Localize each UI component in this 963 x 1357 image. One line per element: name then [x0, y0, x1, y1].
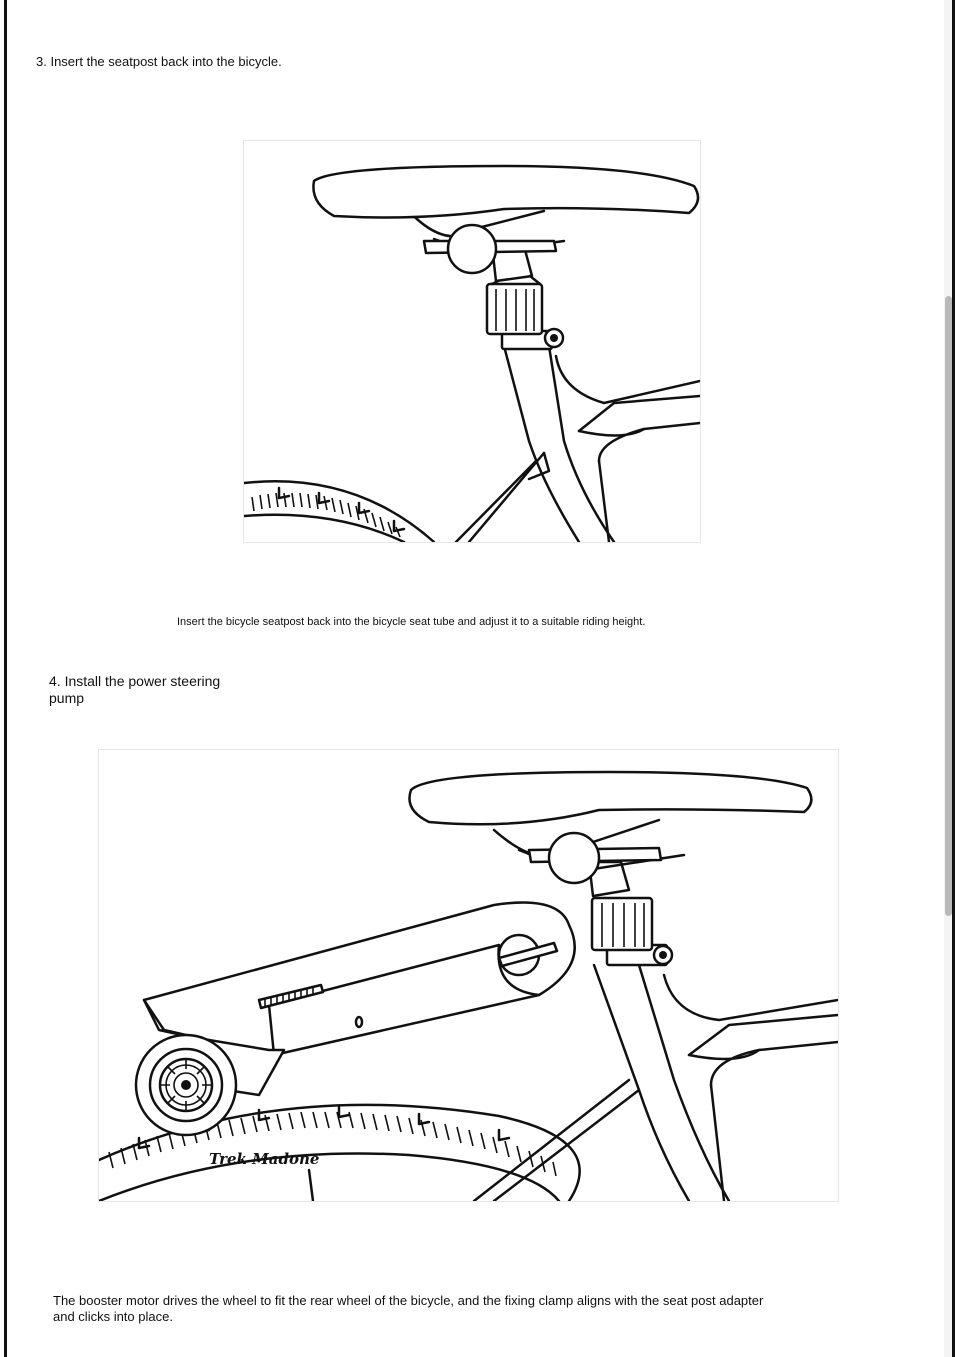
step-3-caption: Insert the bicycle seatpost back into th…: [177, 616, 646, 628]
step-4-heading: 4. Install the power steering pump: [49, 673, 221, 706]
step-3-heading: 3. Insert the seatpost back into the bic…: [36, 54, 282, 69]
rear-wheel-arc: [244, 480, 436, 542]
seat-clamp: [590, 896, 674, 967]
page-border-right: [952, 0, 955, 1357]
seat-clamp: [485, 282, 565, 351]
scrollbar-thumb[interactable]: [945, 296, 952, 916]
wheel-brand-label: Trek Madone: [209, 1150, 319, 1168]
power-pump-illustration: Trek Madone: [98, 749, 839, 1202]
bike-frame: [472, 963, 838, 1201]
step-4-caption: The booster motor drives the wheel to fi…: [53, 1293, 764, 1324]
drive-roller: [134, 1033, 238, 1137]
saddle: [312, 164, 700, 275]
bike-frame: [454, 344, 700, 542]
saddle: [408, 770, 813, 885]
page-border-left: [4, 0, 7, 1357]
seatpost-illustration: [243, 140, 701, 543]
